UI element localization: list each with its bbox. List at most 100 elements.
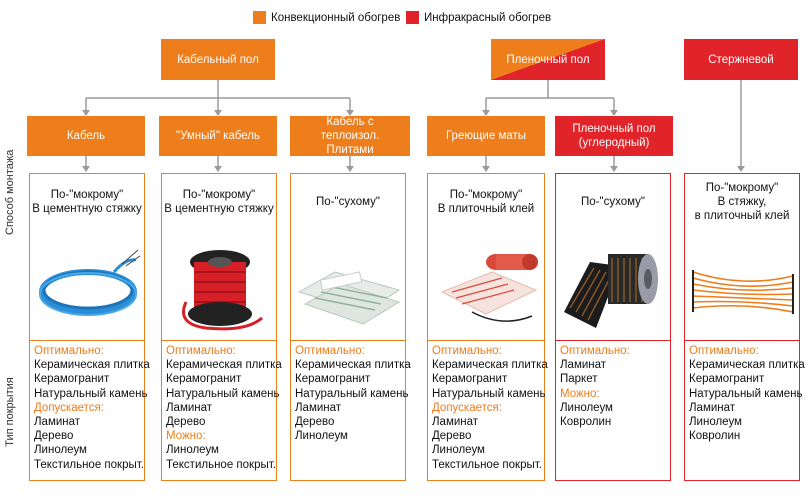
type-heating-mats-label: Греющие маты xyxy=(445,130,527,142)
group-heading: Оптимально: xyxy=(166,345,236,357)
list-item: Натуральный камень xyxy=(34,387,148,400)
list-item: Текстильное покрыт. xyxy=(166,458,276,471)
list-item: Керамогранит xyxy=(34,373,110,386)
list-item: Дерево xyxy=(432,430,472,443)
category-film-floor-label: Пленочный пол xyxy=(506,53,590,66)
method-text: По-"мокрому"В стяжку,в плиточный клей xyxy=(685,174,799,229)
section-divider xyxy=(556,340,670,341)
type-heating-mats: Греющие маты xyxy=(427,116,545,156)
list-item: Паркет xyxy=(560,373,598,386)
list-item: Керамогранит xyxy=(166,373,242,386)
method-line: По-"сухому" xyxy=(581,195,645,208)
list-item: Ламинат xyxy=(432,416,479,429)
blue-cable-coil-image xyxy=(39,249,141,316)
list-item: Ламинат xyxy=(34,416,81,429)
legend-label-infrared: Инфракрасный обогрев xyxy=(424,12,552,24)
coverage-list: Оптимально: Керамическая плитка Керамогр… xyxy=(295,344,411,443)
list-item: Линолеум xyxy=(560,401,613,414)
list-item: Ламинат xyxy=(295,401,342,414)
heating-mat-roll-image xyxy=(440,254,538,322)
method-line: По-"мокрому" xyxy=(50,188,124,201)
list-item: Ламинат xyxy=(560,359,607,372)
insulation-plates-image xyxy=(297,271,401,325)
list-item: Линолеум xyxy=(689,416,742,429)
list-item: Линолеум xyxy=(295,430,348,443)
category-rod-label: Стержневой xyxy=(708,53,774,66)
section-divider xyxy=(428,340,544,341)
list-item: Ковролин xyxy=(689,430,741,443)
list-item: Керамогранит xyxy=(295,373,371,386)
list-item: Керамогранит xyxy=(689,373,765,386)
type-cable: Кабель xyxy=(27,116,145,156)
method-line: По-"мокрому" xyxy=(182,188,256,201)
side-label-coverage: Тип покрытия xyxy=(4,377,16,447)
coverage-list: Оптимально: Керамическая плитка Керамогр… xyxy=(432,344,548,472)
column-cable: По-"мокрому"В цементную стяжку Оптимальн… xyxy=(29,173,150,481)
group-heading: Можно: xyxy=(560,387,600,400)
method-line: в плиточный клей xyxy=(694,209,790,222)
method-line: По-"сухому" xyxy=(316,195,380,208)
group-heading: Оптимально: xyxy=(689,345,759,357)
list-item: Дерево xyxy=(166,416,206,429)
type-cable-insulation-label: Кабель с теплоизол. Плитами xyxy=(320,116,380,156)
carbon-rods-bundle-image xyxy=(692,270,794,314)
list-item: Дерево xyxy=(295,416,335,429)
type-cable-insulation: Кабель с теплоизол. Плитами xyxy=(290,116,410,156)
group-heading: Допускается: xyxy=(34,401,104,414)
list-item: Керамическая плитка xyxy=(689,359,805,372)
method-line: В цементную стяжку xyxy=(164,202,274,215)
group-heading: Можно: xyxy=(166,430,206,443)
method-text: По-"сухому" xyxy=(291,174,405,229)
column-cable-insulation: По-"сухому" Оптимально: Керамическая пли… xyxy=(290,173,411,481)
section-divider xyxy=(30,340,144,341)
coverage-list: Оптимально: Керамическая плитка Керамогр… xyxy=(34,344,150,472)
list-item: Текстильное покрыт. xyxy=(432,458,542,471)
list-item: Дерево xyxy=(34,430,74,443)
coverage-list: Оптимально: Керамическая плитка Керамогр… xyxy=(689,344,805,443)
type-carbon-film: Пленочный пол (углеродный) xyxy=(555,116,673,156)
type-smart-cable: "Умный" кабель xyxy=(159,116,277,156)
category-cable-floor-label: Кабельный пол xyxy=(177,53,259,66)
column-heating-mats: По-"мокрому"В плиточный клей Оптимально:… xyxy=(427,173,548,481)
group-heading: Оптимально: xyxy=(432,345,502,357)
red-cable-spool-image xyxy=(182,250,263,331)
list-item: Линолеум xyxy=(432,444,485,457)
method-text: По-"мокрому"В цементную стяжку xyxy=(162,174,276,229)
method-line: В стяжку, xyxy=(717,195,767,208)
list-item: Натуральный камень xyxy=(432,387,546,400)
group-heading: Допускается: xyxy=(432,401,502,414)
column-smart-cable: По-"мокрому"В цементную стяжку Оптимальн… xyxy=(161,173,282,481)
category-film-floor: Пленочный пол xyxy=(491,39,605,80)
type-cable-label: Кабель xyxy=(66,130,106,142)
group-heading: Оптимально: xyxy=(34,345,104,357)
legend-swatch-convection xyxy=(253,11,266,24)
group-heading: Оптимально: xyxy=(560,345,630,357)
type-carbon-film-label: Пленочный пол (углеродный) xyxy=(572,123,656,149)
list-item: Керамическая плитка xyxy=(166,359,282,372)
section-divider xyxy=(291,340,405,341)
group-heading: Оптимально: xyxy=(295,345,365,357)
list-item: Ламинат xyxy=(689,401,736,414)
method-text: По-"мокрому"В плиточный клей xyxy=(428,174,544,229)
side-label-method: Способ монтажа xyxy=(4,149,16,235)
section-divider xyxy=(685,340,799,341)
list-item: Ламинат xyxy=(166,401,213,414)
list-item: Натуральный камень xyxy=(689,387,803,400)
list-item: Керамическая плитка xyxy=(295,359,411,372)
category-cable-floor: Кабельный пол xyxy=(161,39,275,80)
method-line: По-"мокрому" xyxy=(449,188,523,201)
method-line: В цементную стяжку xyxy=(32,202,142,215)
list-item: Ковролин xyxy=(560,416,612,429)
legend-label-convection: Конвекционный обогрев xyxy=(271,12,401,24)
list-item: Керамическая плитка xyxy=(34,359,150,372)
method-line: В плиточный клей xyxy=(437,202,535,215)
list-item: Натуральный камень xyxy=(295,387,409,400)
coverage-list: Оптимально: Керамическая плитка Керамогр… xyxy=(166,344,282,472)
list-item: Керамогранит xyxy=(432,373,508,386)
section-divider xyxy=(162,340,276,341)
method-text: По-"мокрому"В цементную стяжку xyxy=(30,174,144,229)
list-item: Натуральный камень xyxy=(166,387,280,400)
method-line: По-"мокрому" xyxy=(705,181,779,194)
coverage-list: Оптимально: Ламинат Паркет Можно: Линоле… xyxy=(560,344,630,429)
